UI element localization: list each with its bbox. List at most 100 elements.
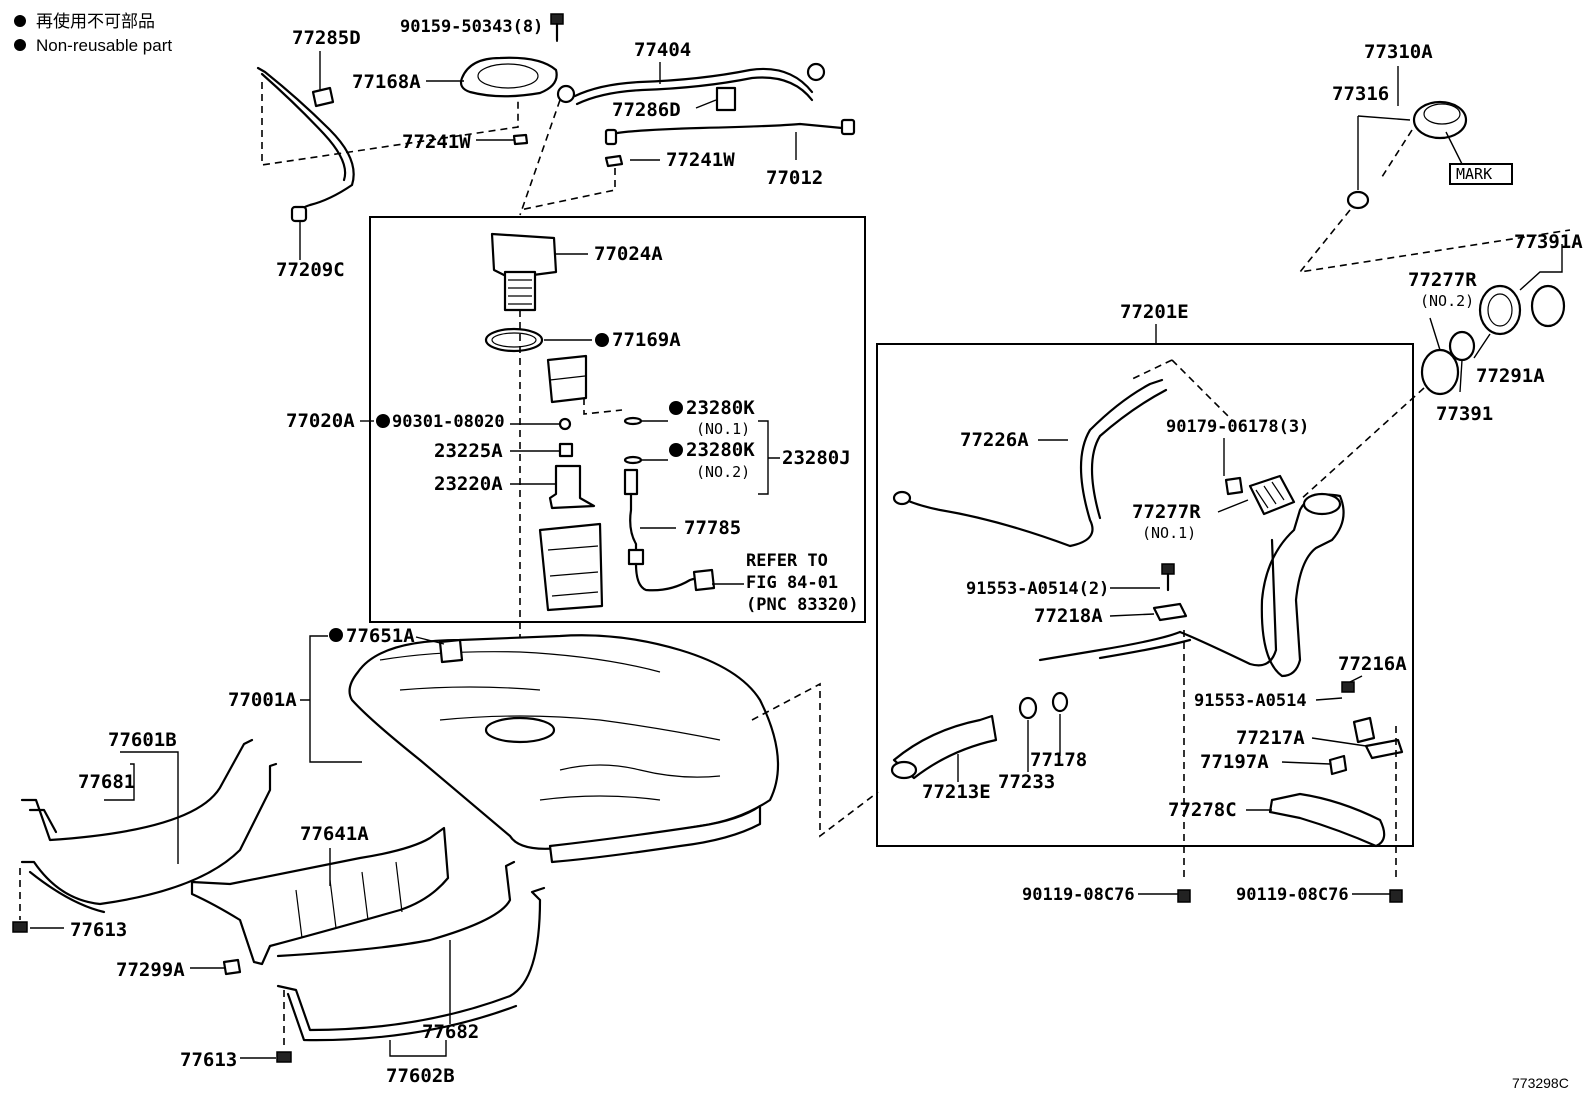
sender-wire (629, 492, 638, 554)
label-77213E: 77213E (922, 781, 991, 803)
label-77785: 77785 (684, 517, 741, 539)
dashed-leader (583, 398, 623, 415)
bracket-77216A (1352, 716, 1376, 744)
gasket-77169A-inner (491, 332, 537, 348)
label-77024A: 77024A (594, 243, 663, 265)
label-77226A: 77226A (960, 429, 1029, 451)
clip-77285D (311, 86, 335, 108)
dashed-leader (1298, 129, 1571, 274)
ring-77168A-inner (477, 63, 539, 89)
label-77601B: 77601B (108, 729, 177, 751)
refer-line-2: FIG 84-01 (746, 573, 838, 593)
legend: 再使用不可部品 Non-reusable part (14, 11, 172, 55)
label-77285D: 77285D (292, 27, 361, 49)
pump-23220A (548, 464, 596, 510)
hose-77213E (892, 714, 998, 780)
band-77681-inner (28, 808, 58, 834)
band-77682 (276, 860, 516, 958)
bracket-77217A (1364, 738, 1404, 760)
pump-ribs (508, 279, 532, 305)
label-77209C: 77209C (276, 259, 345, 281)
band-77602B (276, 886, 546, 1032)
leader-line (695, 99, 717, 109)
ring-77291A (1478, 284, 1522, 336)
non-reusable-bullet-icon (329, 628, 343, 642)
cap-77310A-top (1423, 103, 1461, 125)
bracket-77218A (1152, 602, 1188, 622)
legend-line-japanese: 再使用不可部品 (36, 11, 155, 31)
bolt-77613 (276, 1051, 292, 1063)
non-reusable-bullet-icon (669, 443, 683, 457)
tube-77012-end (840, 118, 856, 136)
leader-line (389, 1040, 447, 1057)
pump-filter (546, 354, 588, 404)
label-23280K-no2-sub: (NO.2) (696, 463, 750, 481)
label-77310A: 77310A (1364, 41, 1433, 63)
label-77277R-no2: 77277R (1408, 269, 1477, 291)
leader-line (104, 751, 179, 864)
hose-connector (556, 84, 576, 104)
label-91553: 91553-A0514 (1194, 691, 1307, 711)
label-77217A: 77217A (1236, 727, 1305, 749)
dashed-leader (1129, 359, 1233, 421)
bolt-91553 (1161, 563, 1175, 575)
label-77241W: 77241W (666, 149, 735, 171)
bolt-77613 (12, 921, 28, 933)
breather-line (1038, 630, 1182, 662)
label-77404: 77404 (634, 39, 691, 61)
dashed-leader (519, 168, 616, 211)
band-77602B-inner (286, 992, 518, 1042)
label-23280K-no2: 23280K (686, 439, 755, 461)
band-77681 (20, 738, 254, 842)
non-reusable-bullet-icon (14, 39, 26, 51)
pump-assembly-box (369, 216, 866, 623)
label-91553-2: 91553-A0514(2) (966, 579, 1109, 599)
dashed-leader (261, 82, 519, 166)
non-reusable-bullet-icon (669, 401, 683, 415)
label-77681: 77681 (78, 771, 135, 793)
tube-77012 (610, 122, 844, 136)
fuel-tank-77001A (348, 634, 780, 864)
label-77613: 77613 (180, 1049, 237, 1071)
refer-line-3: (PNC 83320) (746, 595, 859, 615)
ring-77277R-no1-ribs (1255, 481, 1285, 509)
label-77020A: 77020A (286, 410, 355, 432)
breather-line-inner (1098, 638, 1192, 660)
label-90119: 90119-08C76 (1236, 885, 1349, 905)
pad-77651A (438, 638, 464, 664)
label-77299A: 77299A (116, 959, 185, 981)
label-23225A: 23225A (434, 440, 503, 462)
label-77218A: 77218A (1034, 605, 1103, 627)
fuel-pump-module (484, 232, 716, 730)
filler-pipe-77201E (890, 359, 1404, 903)
protector-77278C (1268, 792, 1386, 848)
clip-77299A (222, 958, 242, 976)
pump-bracket-detail (547, 545, 599, 597)
tank-body (348, 634, 780, 850)
bolt-90119 (1389, 889, 1403, 903)
label-77602B: 77602B (386, 1065, 455, 1087)
leader-line (1217, 499, 1249, 513)
vent-tube-77209C (256, 66, 355, 216)
label-77278C: 77278C (1168, 799, 1237, 821)
hose-77213E-end (890, 760, 918, 780)
oring-90301 (558, 417, 572, 431)
mark-box (1449, 163, 1513, 185)
fuel-hose-77404 (573, 67, 814, 98)
tank-band-77602B (276, 860, 546, 1042)
non-reusable-markers (329, 333, 683, 642)
bolt-90119 (1177, 889, 1191, 903)
breather-tube-end (892, 490, 912, 506)
label-77391A: 77391A (1514, 231, 1583, 253)
ring-77277R-no2 (1420, 348, 1460, 396)
non-reusable-bullet-icon (376, 414, 390, 428)
hose-connector (806, 62, 826, 82)
dashed-leader (519, 99, 561, 216)
cap-77310A (1412, 100, 1468, 140)
clip-77241W (512, 133, 529, 146)
label-77201E: 77201E (1120, 301, 1189, 323)
clip-77241W (604, 154, 624, 168)
dashed-leader (751, 682, 879, 838)
clip-90179 (1224, 476, 1244, 496)
label-77233: 77233 (998, 771, 1055, 793)
